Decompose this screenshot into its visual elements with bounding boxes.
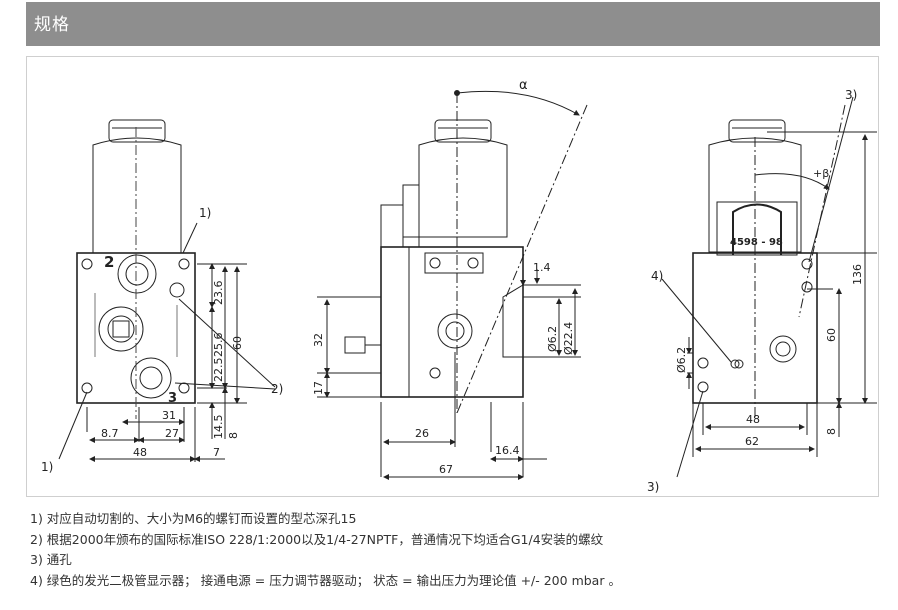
dim-32: 32 xyxy=(312,333,325,347)
dim-1-4: 1.4 xyxy=(533,261,551,274)
dim-31: 31 xyxy=(162,409,176,422)
dim-8-left: 8 xyxy=(227,432,240,439)
left-ref-2: 2) xyxy=(271,382,283,396)
right-view xyxy=(661,96,877,478)
dim-17: 17 xyxy=(312,381,325,395)
technical-drawing-frame: 1) 2) 1) 2 3 8.7 27 31 48 7 14.5 8 22.5 … xyxy=(26,56,879,497)
dim-67: 67 xyxy=(439,463,453,476)
section-header: 规格 xyxy=(26,2,880,46)
beta-label: +β xyxy=(813,167,829,180)
dim-26: 26 xyxy=(415,427,429,440)
right-ref-3-bottom: 3) xyxy=(647,480,659,494)
note-1: 1) 对应自动切割的、大小为M6的螺钉而设置的型芯深孔15 xyxy=(30,511,357,526)
right-ref-3-top: 3) xyxy=(845,88,857,102)
left-mark-3: 3 xyxy=(168,391,177,406)
dim-6-2-mid: Ø6.2 xyxy=(546,326,559,352)
left-mark-2: 2 xyxy=(104,253,114,271)
part-number: 4598 - 98 xyxy=(730,237,783,248)
alpha-label: α xyxy=(519,78,528,93)
left-ref-1-top: 1) xyxy=(199,206,211,220)
middle-view xyxy=(317,90,588,480)
dim-48-left: 48 xyxy=(133,446,147,459)
footnotes: 1) 对应自动切割的、大小为M6的螺钉而设置的型芯深孔15 2) 根据2000年… xyxy=(30,509,880,591)
dim-16-4: 16.4 xyxy=(495,444,520,457)
section-title: 规格 xyxy=(34,15,70,35)
dim-136: 136 xyxy=(851,264,864,285)
dim-6-2-right: Ø6.2 xyxy=(675,347,688,373)
dim-22-5: 22.5 xyxy=(212,358,225,383)
dim-25-6: 25.6 xyxy=(212,333,225,358)
dim-7: 7 xyxy=(213,446,220,459)
dim-27: 27 xyxy=(165,427,179,440)
dimension-drawing: 1) 2) 1) 2 3 8.7 27 31 48 7 14.5 8 22.5 … xyxy=(41,78,877,494)
dim-22-4: Ø22.4 xyxy=(562,322,575,355)
dim-23-6: 23.6 xyxy=(212,281,225,306)
note-3: 3) 通孔 xyxy=(30,552,72,567)
dim-62: 62 xyxy=(745,435,759,448)
dim-60-left: 60 xyxy=(231,336,244,350)
left-view xyxy=(58,119,276,462)
dim-14-5: 14.5 xyxy=(212,415,225,440)
note-4: 4) 绿色的发光二极管显示器； 接通电源 = 压力调节器驱动； 状态 = 输出压… xyxy=(30,572,621,588)
dim-48-right: 48 xyxy=(746,413,760,426)
dim-60-right: 60 xyxy=(825,328,838,342)
dim-8-7: 8.7 xyxy=(101,427,119,440)
right-ref-4: 4) xyxy=(651,269,663,283)
left-ref-1-bottom: 1) xyxy=(41,460,53,474)
note-2: 2) 根据2000年颁布的国际标准ISO 228/1:2000以及1/4-27N… xyxy=(30,531,604,547)
dim-8-right: 8 xyxy=(825,428,838,435)
